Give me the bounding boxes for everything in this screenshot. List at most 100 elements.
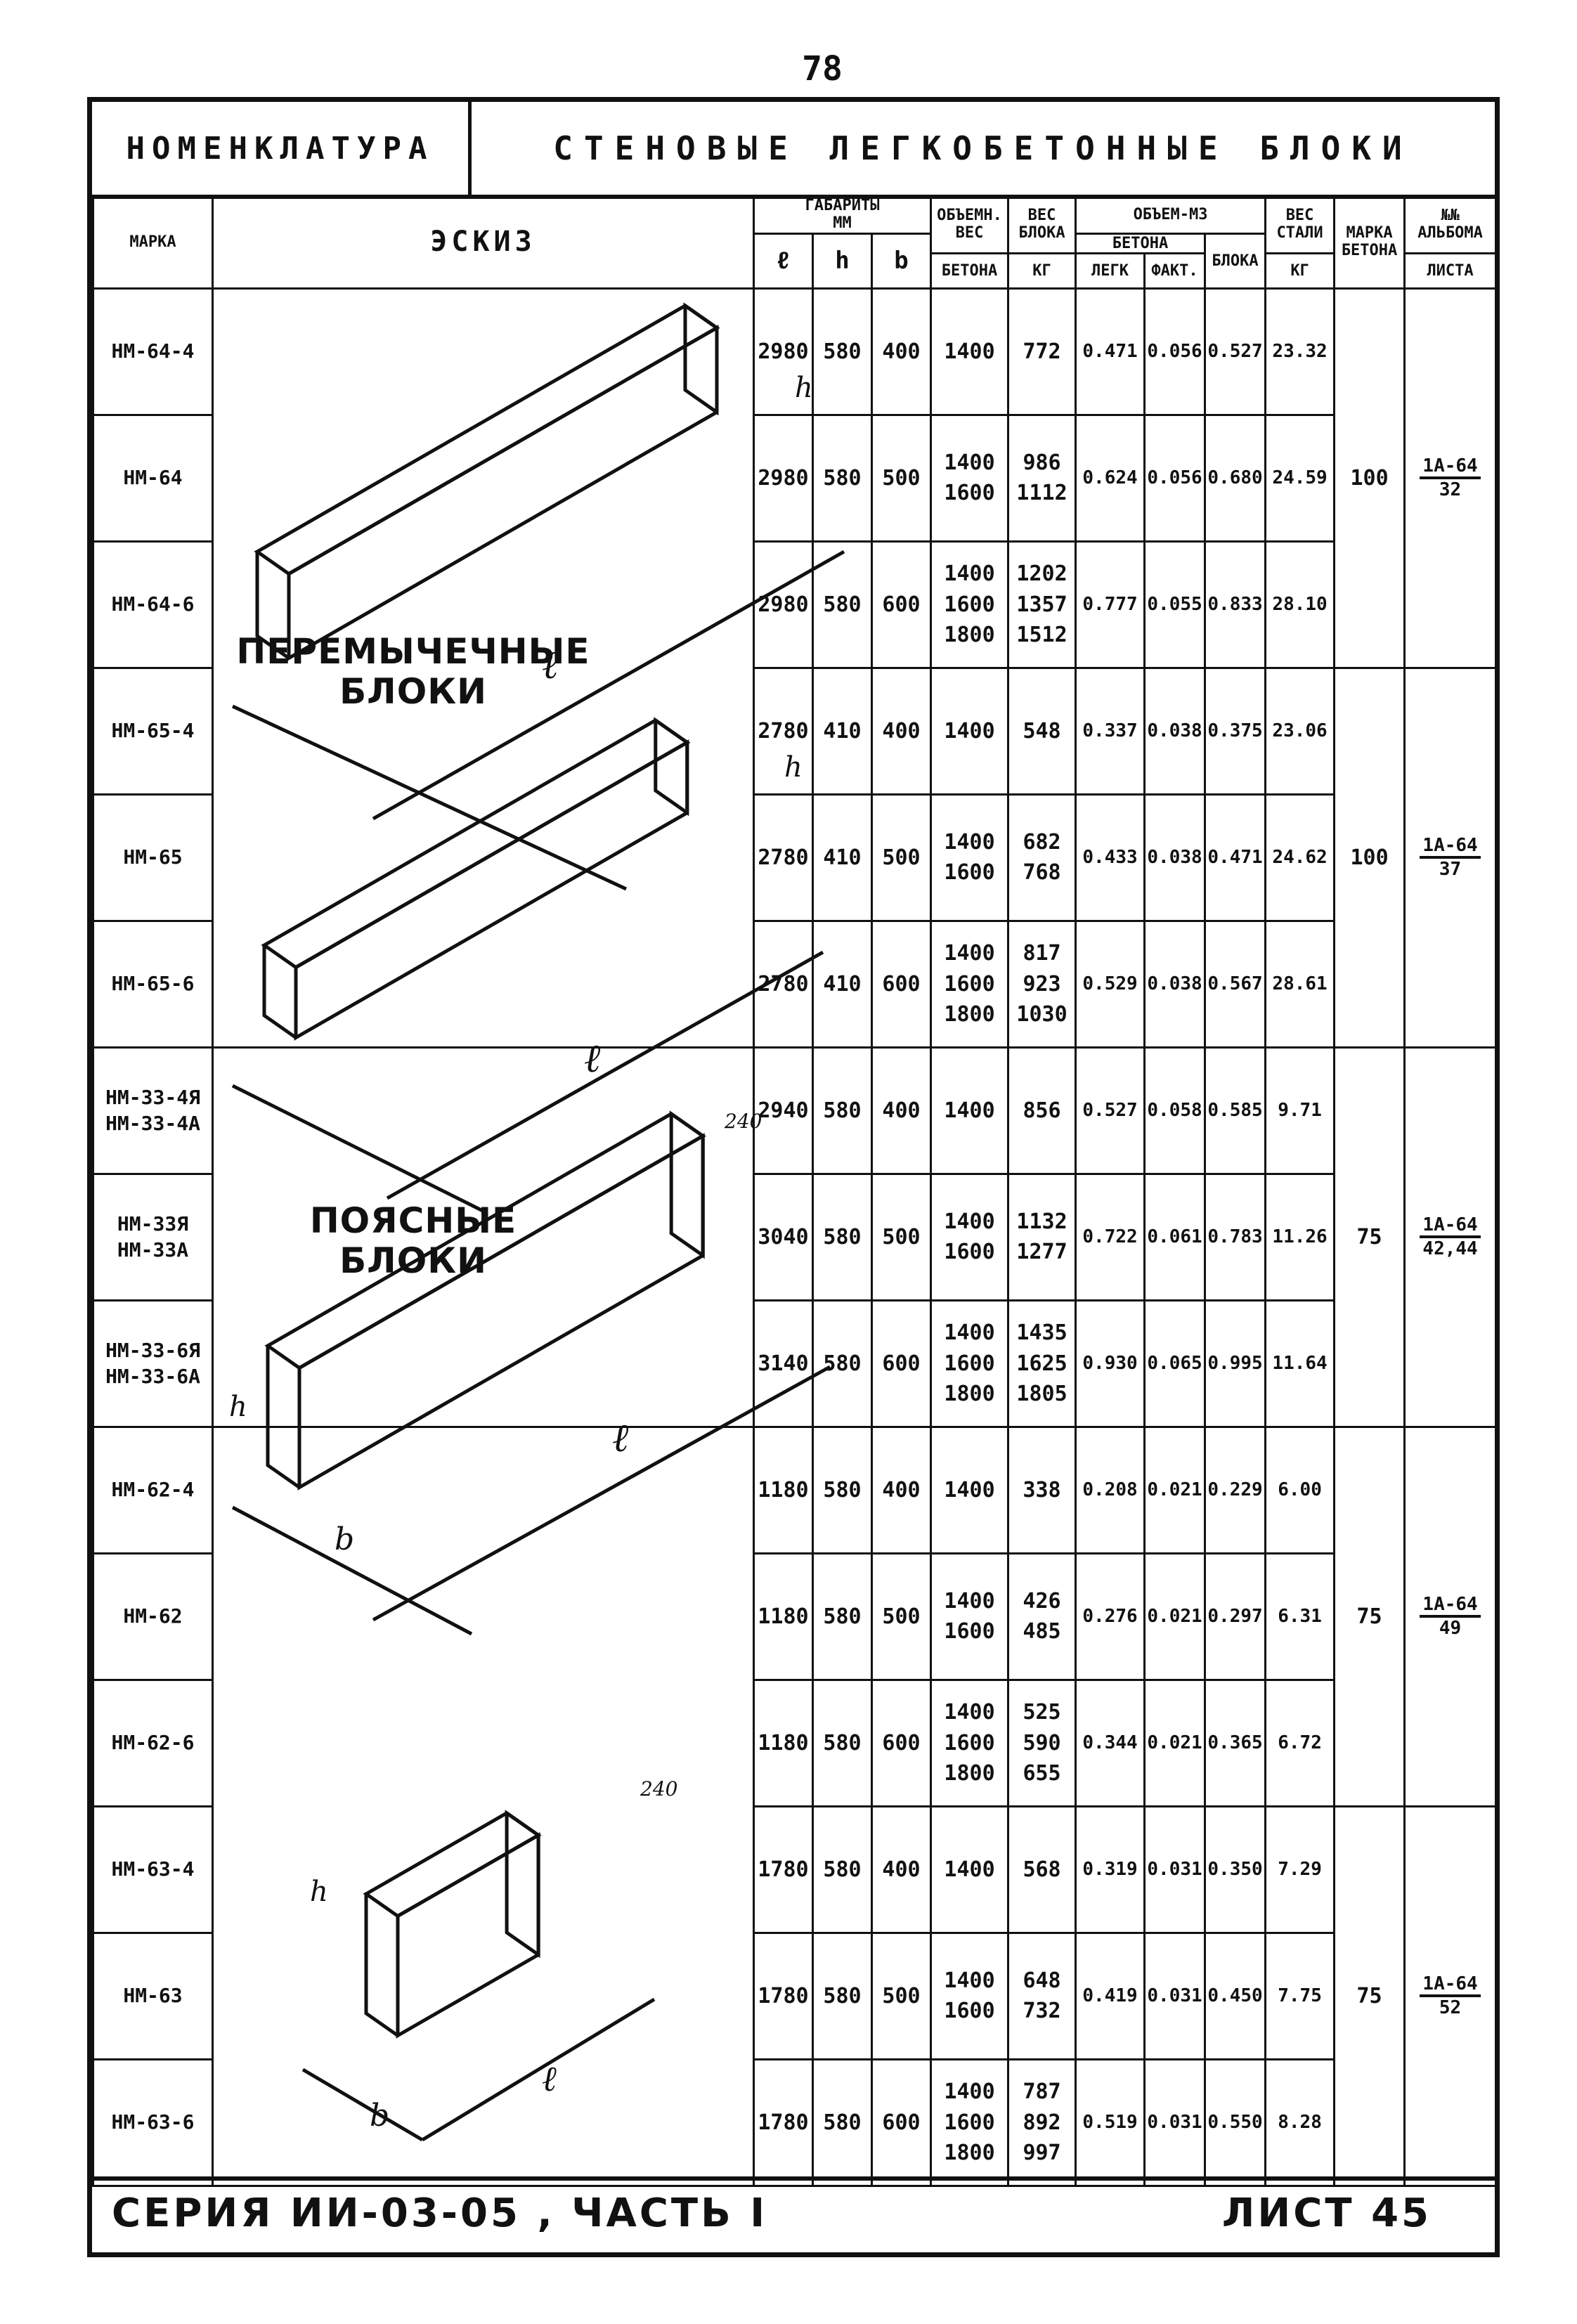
weight-value: 892: [1023, 2110, 1061, 2135]
dim-b: 400: [870, 287, 933, 416]
weight-values: 772: [1007, 287, 1077, 416]
steel-weight: 6.00: [1264, 1425, 1336, 1554]
weight-value: 768: [1023, 860, 1061, 885]
density-value: 1600: [944, 860, 995, 885]
density-value: 1400: [944, 561, 995, 587]
weight-value: 548: [1023, 718, 1061, 744]
volume-block: 0.471: [1204, 793, 1267, 922]
volume-fact: 0.065: [1143, 1299, 1207, 1428]
block-mark: НМ-62-4: [92, 1425, 214, 1554]
label-240a: 240: [724, 1110, 762, 1133]
dim-line-b3: [231, 1505, 473, 1636]
nomenclature-label: НОМЕНКЛАТУРА: [92, 102, 472, 195]
volume-light: 0.519: [1075, 2058, 1146, 2187]
label-h3: h: [229, 1391, 247, 1423]
dim-b: 500: [870, 793, 933, 922]
volume-block: 0.585: [1204, 1046, 1267, 1175]
volume-light: 0.930: [1075, 1299, 1146, 1428]
dim-line-b1: [231, 704, 628, 891]
steel-weight: 9.71: [1264, 1046, 1336, 1175]
steel-weight: 24.62: [1264, 793, 1336, 922]
density-value: 1600: [944, 481, 995, 506]
block-mark: НМ-33Я НМ-33А: [92, 1172, 214, 1301]
dim-h: 410: [812, 666, 873, 796]
density-values: 1400: [930, 666, 1010, 796]
volume-light: 0.319: [1075, 1805, 1146, 1934]
album-sheet-number: 49: [1439, 1618, 1462, 1640]
volume-fact: 0.058: [1143, 1046, 1207, 1175]
lintel-block-2-end-face: [654, 717, 689, 817]
lintel-block-2-top-face: [261, 718, 691, 970]
col-density-sub: БЕТОНА: [930, 252, 1010, 290]
dim-h: 580: [812, 1046, 873, 1175]
weight-value: 1202: [1016, 561, 1067, 587]
lintel-block-1-top-face: [254, 304, 720, 576]
label-b4: b: [370, 2098, 389, 2134]
density-value: 1400: [944, 2079, 995, 2105]
density-value: 1400: [944, 1857, 995, 1882]
density-value: 1600: [944, 1730, 995, 1755]
dim-h: 580: [812, 540, 873, 669]
volume-light: 0.276: [1075, 1552, 1146, 1681]
volume-fact: 0.021: [1143, 1678, 1207, 1807]
volume-block: 0.833: [1204, 540, 1267, 669]
dim-h: 580: [812, 2058, 873, 2187]
density-value: 1400: [944, 450, 995, 475]
dim-b: 500: [870, 1931, 933, 2060]
weight-value: 787: [1023, 2079, 1061, 2105]
density-value: 1800: [944, 1761, 995, 1786]
density-value: 1800: [944, 1002, 995, 1027]
dim-line-l3: [372, 1365, 831, 1622]
volume-fact: 0.031: [1143, 1931, 1207, 2060]
volume-block: 0.527: [1204, 287, 1267, 416]
col-album: №№ АЛЬБОМА: [1403, 195, 1498, 254]
dim-b: 500: [870, 413, 933, 543]
label-h1: h: [795, 372, 813, 404]
volume-fact: 0.038: [1143, 666, 1207, 796]
weight-value: 1435: [1016, 1320, 1067, 1346]
dim-l: 3140: [753, 1299, 814, 1428]
density-value: 1600: [944, 1351, 995, 1376]
volume-light: 0.529: [1075, 919, 1146, 1049]
dim-line-l2: [386, 950, 824, 1200]
weight-value: 923: [1023, 971, 1061, 997]
album-sheet-number: 37: [1439, 859, 1462, 881]
volume-block: 0.567: [1204, 919, 1267, 1049]
col-block-weight: ВЕС БЛОКА: [1007, 195, 1077, 254]
weight-value: 1357: [1016, 592, 1067, 617]
page-number: 78: [802, 49, 843, 89]
dim-l: 3040: [753, 1172, 814, 1301]
label-h2: h: [784, 751, 803, 784]
dim-h: 580: [812, 1172, 873, 1301]
steel-weight: 28.10: [1264, 540, 1336, 669]
dim-h: 580: [812, 1552, 873, 1681]
dim-l: 1780: [753, 2058, 814, 2187]
label-h4: h: [310, 1876, 328, 1908]
dim-b: 600: [870, 540, 933, 669]
density-value: 1400: [944, 339, 995, 364]
lintel-block-1-front-face: [287, 325, 719, 661]
dim-h: 580: [812, 413, 873, 543]
dim-b: 400: [870, 1805, 933, 1934]
volume-block: 0.350: [1204, 1805, 1267, 1934]
block-mark: НМ-63-6: [92, 2058, 214, 2187]
weight-value: 1277: [1016, 1240, 1067, 1265]
short-block-end-face: [505, 1810, 540, 1959]
density-value: 1800: [944, 1382, 995, 1407]
volume-block: 0.550: [1204, 2058, 1267, 2187]
steel-weight: 7.75: [1264, 1931, 1336, 2060]
dim-b: 600: [870, 2058, 933, 2187]
weight-value: 997: [1023, 2141, 1061, 2166]
weight-value: 682: [1023, 829, 1061, 855]
weight-values: 787 892 997: [1007, 2058, 1077, 2187]
